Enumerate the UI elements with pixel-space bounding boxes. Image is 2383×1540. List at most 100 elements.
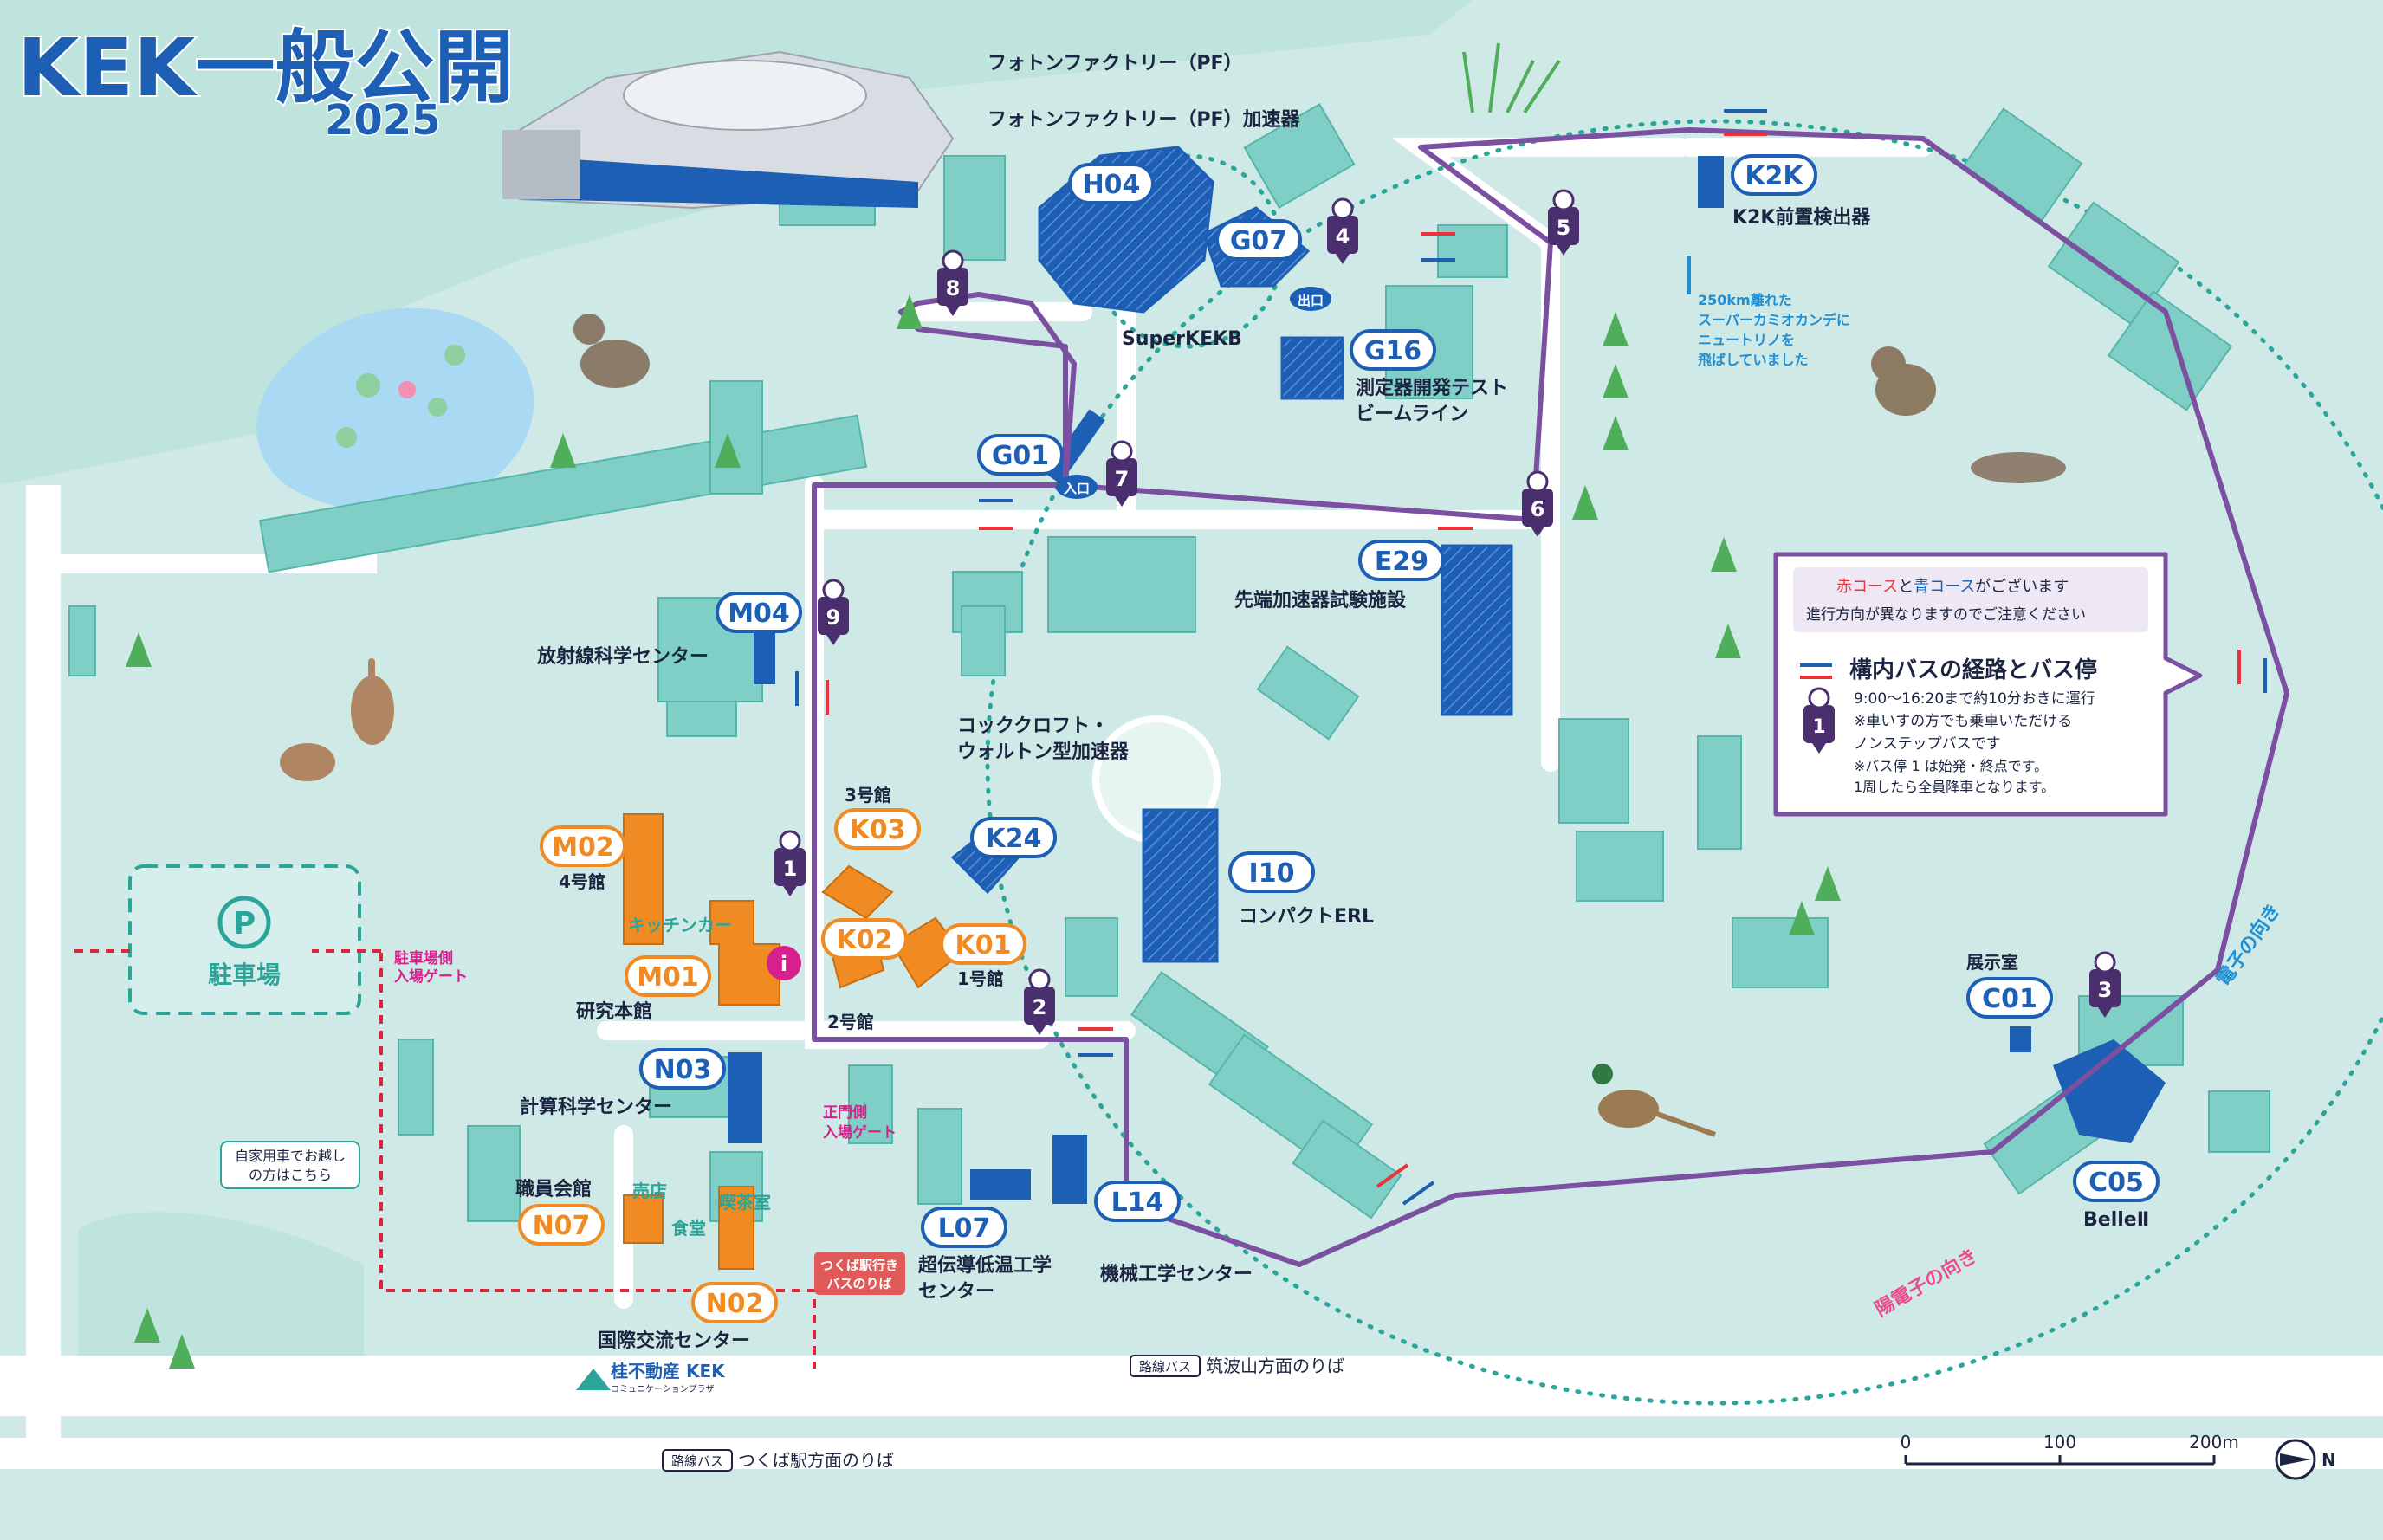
tag-k2k[interactable]: K2K — [1731, 154, 1817, 196]
parking-icon — [217, 896, 271, 949]
civet-icon — [1971, 452, 2066, 483]
tag-m02[interactable]: M02 — [540, 825, 626, 867]
tag-g01[interactable]: G01 — [977, 434, 1064, 476]
svg-text:出口: 出口 — [1298, 293, 1324, 308]
tag-l14[interactable]: L14 — [1094, 1181, 1181, 1222]
k2k-building — [1698, 156, 1724, 208]
label-k2k: K2K前置検出器 — [1732, 206, 1871, 229]
svg-text:コミュニケーションプラザ: コミュニケーションプラザ — [611, 1384, 715, 1394]
tag-i10[interactable]: I10 — [1228, 851, 1315, 893]
tag-g07[interactable]: G07 — [1215, 219, 1302, 261]
tag-k01[interactable]: K01 — [940, 923, 1026, 965]
bus-stop-8[interactable]: 8 — [936, 249, 970, 318]
bus-stop-4[interactable]: 4 — [1325, 197, 1360, 266]
bus-stop-9[interactable]: 9 — [816, 579, 851, 647]
svg-text:自家用車でお越し: 自家用車でお越し — [235, 1148, 346, 1164]
bus-stop-3[interactable]: 3 — [2088, 951, 2122, 1019]
label-c01: 展示室 — [1966, 952, 2018, 973]
svg-text:L07: L07 — [938, 1213, 991, 1244]
parking-lot[interactable] — [128, 864, 361, 1015]
label-m01: 研究本館 — [576, 1000, 652, 1023]
upper-terrain — [0, 0, 1473, 485]
svg-text:の方はこちら: の方はこちら — [249, 1167, 332, 1183]
tag-n07[interactable]: N07 — [518, 1204, 605, 1246]
svg-text:入場ゲート: 入場ゲート — [823, 1123, 897, 1142]
tag-n03[interactable]: N03 — [639, 1048, 726, 1090]
svg-text:L14: L14 — [1111, 1187, 1164, 1218]
label-n02: 国際交流センター — [598, 1330, 750, 1352]
label-l07-2: センター — [918, 1281, 994, 1303]
bus-stop-5[interactable]: 5 — [1546, 189, 1581, 257]
grass-icon — [1462, 42, 1561, 114]
svg-text:9: 9 — [826, 605, 841, 630]
svg-text:E29: E29 — [1375, 547, 1428, 577]
svg-text:1: 1 — [1812, 716, 1825, 738]
car-note: 自家用車でお越し の方はこちら — [220, 1141, 360, 1189]
c05-building — [2053, 1039, 2166, 1143]
label-l07-1: 超伝導低温工学 — [918, 1254, 1052, 1277]
tag-g16[interactable]: G16 — [1350, 329, 1436, 371]
svg-text:正門側: 正門側 — [823, 1103, 867, 1122]
bus-stop-2[interactable]: 2 — [1022, 968, 1057, 1037]
label-superkekb: SuperKEKB — [1122, 328, 1242, 350]
svg-text:つくば駅行き: つくば駅行き — [820, 1258, 898, 1273]
bus-stop-7[interactable]: 7 — [1104, 440, 1139, 508]
m02-building — [623, 813, 664, 945]
legend-courses: 赤コースと青コースがございます — [1836, 577, 2069, 596]
tag-l07[interactable]: L07 — [921, 1207, 1007, 1248]
walking-path — [69, 949, 816, 1369]
exit-marker: 出口 — [1290, 287, 1331, 311]
svg-text:2: 2 — [1033, 995, 1047, 1019]
compass-icon: N — [2275, 1439, 2336, 1480]
entrance-marker: 入口 — [1056, 475, 1098, 499]
scale-bar: 0 100 200m — [1901, 1432, 2239, 1466]
svg-text:1: 1 — [783, 857, 798, 881]
info-icon-letter: i — [780, 952, 787, 976]
tag-m01[interactable]: M01 — [625, 955, 711, 997]
svg-text:100: 100 — [2043, 1432, 2076, 1453]
route-bus-tsukuba-station[interactable]: 路線バス つくば駅方面のりば — [662, 1449, 894, 1472]
tag-e29[interactable]: E29 — [1358, 540, 1445, 581]
label-m04: 放射線科学センター — [536, 645, 709, 668]
svg-text:ニュートリノを: ニュートリノを — [1698, 332, 1795, 348]
svg-text:N02: N02 — [706, 1289, 764, 1319]
label-g16-2: ビームライン — [1356, 404, 1468, 425]
svg-text:M04: M04 — [728, 599, 790, 629]
tag-k03[interactable]: K03 — [834, 808, 921, 850]
svg-text:筑波山方面のりば: 筑波山方面のりば — [1206, 1356, 1344, 1376]
svg-text:N03: N03 — [654, 1055, 712, 1085]
svg-text:つくば駅方面のりば: つくば駅方面のりば — [738, 1450, 894, 1471]
svg-text:G01: G01 — [992, 441, 1049, 471]
svg-text:※バス停 1 は始発・終点です。: ※バス停 1 は始発・終点です。 — [1854, 758, 2048, 774]
svg-text:※車いすの方でも乗車いただける: ※車いすの方でも乗車いただける — [1854, 713, 2072, 730]
bus-stop-6[interactable]: 6 — [1520, 470, 1555, 539]
tag-c01[interactable]: C01 — [1966, 977, 2053, 1019]
tag-k24[interactable]: K24 — [970, 817, 1057, 858]
bus-stops: 1 2 3 4 5 6 7 8 9 — [773, 189, 2122, 1037]
svg-text:3: 3 — [2098, 978, 2113, 1002]
label-n07: 職員会館 — [515, 1178, 592, 1200]
bus-stop-1[interactable]: 1 — [773, 830, 807, 898]
info-icon[interactable] — [767, 946, 801, 980]
svg-text:K24: K24 — [986, 824, 1042, 854]
svg-text:駐車場側: 駐車場側 — [394, 949, 453, 967]
page-title: KEK一般公開 — [17, 22, 514, 114]
tag-k02[interactable]: K02 — [821, 918, 908, 960]
lotus-icon — [398, 381, 416, 398]
tag-h04[interactable]: H04 — [1068, 163, 1155, 204]
m04-building — [754, 624, 775, 684]
label-c05: BelleⅡ — [2083, 1209, 2149, 1231]
n07-building — [623, 1194, 664, 1244]
svg-text:ノンステップバスです: ノンステップバスです — [1854, 735, 2001, 753]
svg-text:G16: G16 — [1364, 336, 1421, 366]
tag-m04[interactable]: M04 — [716, 592, 802, 633]
tag-n02[interactable]: N02 — [691, 1282, 778, 1323]
label-i10: コンパクトERL — [1239, 906, 1374, 928]
tsukuba-bus-stop-note[interactable]: つくば駅行き バスのりば — [814, 1252, 905, 1295]
tag-c05[interactable]: C05 — [2073, 1161, 2160, 1202]
svg-text:スーパーカミオカンデに: スーパーカミオカンデに — [1698, 312, 1850, 328]
svg-text:8: 8 — [946, 276, 961, 301]
svg-text:路線バス: 路線バス — [671, 1453, 723, 1469]
route-bus-tsukubasan[interactable]: 路線バス 筑波山方面のりば — [1130, 1355, 1344, 1377]
